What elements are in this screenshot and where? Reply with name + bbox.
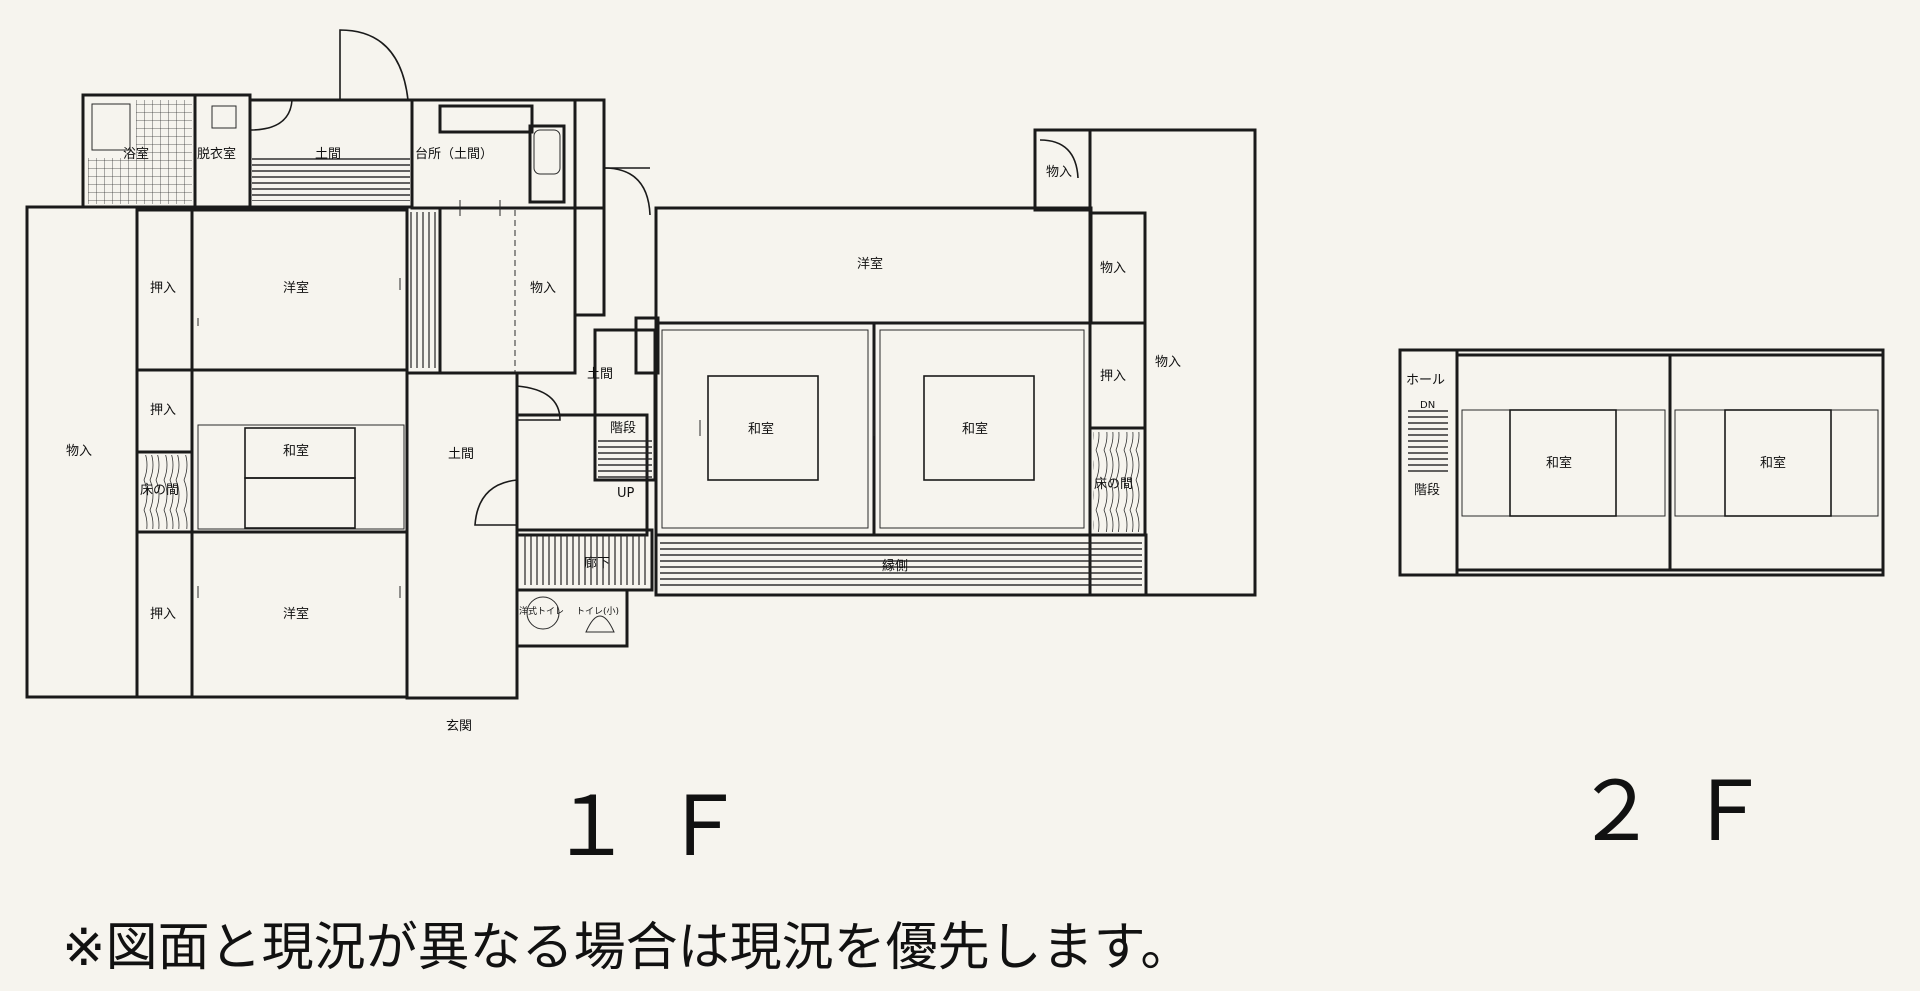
label-tokonoma-1: 床の間 [140,483,179,498]
label-youshitsu-2: 洋室 [283,606,309,622]
first-floor-plan [25,29,1257,700]
label-stairs-up: UP [617,486,635,501]
label-washitsu-1: 和室 [283,443,309,459]
label-doma-small: 土間 [587,367,613,382]
label-kitchen: 台所（土間） [415,147,493,162]
label-storage-right2: 物入 [1155,355,1181,370]
label-bath: 浴室 [123,146,149,162]
label-doma-top: 土間 [315,147,341,162]
label-washitsu-2: 和室 [748,421,774,437]
label-stairs: 階段 [610,421,636,436]
label-washitsu-3: 和室 [962,421,988,437]
label-engawa: 縁側 [882,558,908,574]
label-entrance: 玄関 [446,719,472,734]
second-floor-plan [1398,348,1885,577]
label-2f-dn: DN [1420,400,1435,411]
label-oshiire-1: 押入 [150,281,176,296]
label-storage-mid: 物入 [530,281,556,296]
label-2f-washitsu-1: 和室 [1546,455,1572,471]
label-2f-washitsu-2: 和室 [1760,455,1786,471]
label-corridor: 廊下 [584,555,610,571]
second-floor-labels: ホール DN 階段 和室 和室 [1406,373,1786,498]
floor-label-2f: ２Ｆ [1575,765,1800,860]
label-toilet-2: トイレ(小) [576,606,619,617]
disclaimer-note: ※図面と現況が異なる場合は現況を優先します。 [62,918,1193,978]
label-youshitsu-3: 洋室 [857,256,883,272]
label-oshiire-4: 押入 [1100,369,1126,384]
first-floor-labels: 浴室 脱衣室 土間 台所（土間） 物入 押入 洋室 物入 押入 和室 床の間 土… [66,146,1181,734]
label-2f-stairs: 階段 [1414,483,1440,498]
label-oshiire-2: 押入 [150,403,176,418]
label-storage-right1: 物入 [1100,261,1126,276]
label-youshitsu-1: 洋室 [283,280,309,296]
label-toilet-1: 洋式トイレ [519,605,564,617]
floor-label-1f: １Ｆ [550,780,775,875]
label-dressing: 脱衣室 [197,146,236,162]
label-storage-left: 物入 [66,444,92,459]
label-tokonoma-2: 床の間 [1094,477,1133,492]
label-2f-hall: ホール [1406,373,1445,388]
label-doma-center: 土間 [448,447,474,462]
label-oshiire-3: 押入 [150,607,176,622]
label-storage-top: 物入 [1046,165,1072,180]
